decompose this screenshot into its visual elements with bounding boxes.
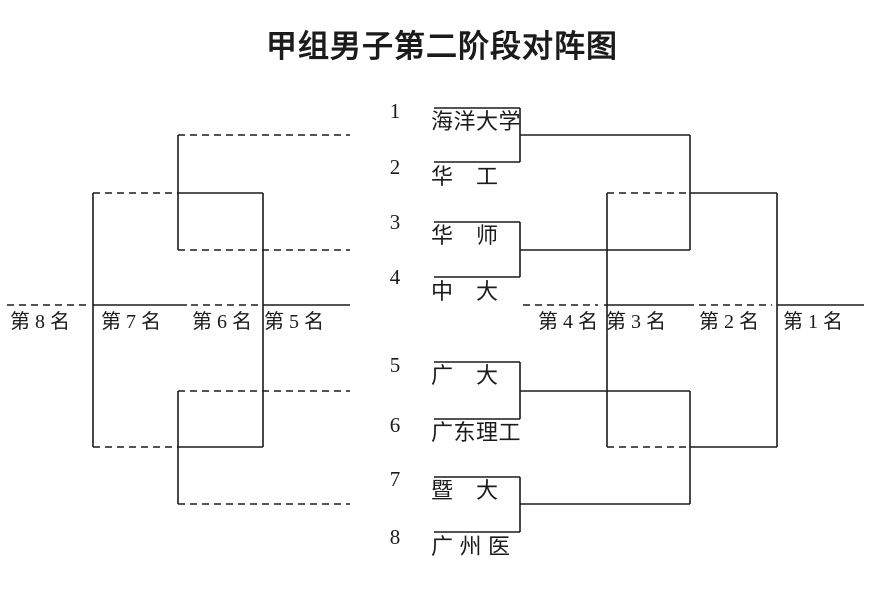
match-box-3-4 — [434, 221, 690, 278]
match-box-1-2 — [434, 107, 690, 163]
seed-number-1: 1 — [389, 99, 401, 123]
seed-number-7: 7 — [389, 467, 401, 491]
placement-label-4th: 第 4 名 — [538, 311, 598, 333]
team-name-8: 广 州 医 — [431, 534, 511, 559]
team-name-6: 广东理工 — [431, 420, 522, 445]
seed-number-4: 4 — [389, 265, 401, 289]
team-name-2: 华 工 — [431, 164, 499, 189]
team-name-4: 中 大 — [431, 279, 499, 304]
seed-number-8: 8 — [389, 525, 401, 549]
placement-label-3rd: 第 3 名 — [606, 311, 666, 333]
placement-label-5th: 第 5 名 — [264, 311, 324, 333]
placement-label-7th: 第 7 名 — [101, 311, 161, 333]
team-name-5: 广 大 — [431, 363, 499, 388]
seed-number-3: 3 — [389, 210, 401, 234]
placement-label-1st: 第 1 名 — [783, 311, 843, 333]
seed-number-6: 6 — [389, 413, 401, 437]
team-name-1: 海洋大学 — [431, 109, 522, 134]
team-name-3: 华 师 — [431, 223, 499, 248]
match-box-7-8 — [434, 476, 690, 533]
losers-bracket-lines — [92, 134, 350, 505]
seed-number-2: 2 — [389, 155, 401, 179]
placement-label-6th: 第 6 名 — [192, 311, 252, 333]
page-title: 甲组男子第二阶段对阵图 — [266, 29, 618, 64]
third-place-bracket-lines — [606, 192, 690, 448]
placement-label-2nd: 第 2 名 — [699, 311, 759, 333]
placement-label-8th: 第 8 名 — [10, 311, 70, 333]
match-box-5-6 — [434, 361, 690, 420]
seed-number-5: 5 — [389, 353, 401, 377]
winners-bracket-lines — [689, 135, 778, 504]
team-name-7: 暨 大 — [431, 478, 499, 503]
